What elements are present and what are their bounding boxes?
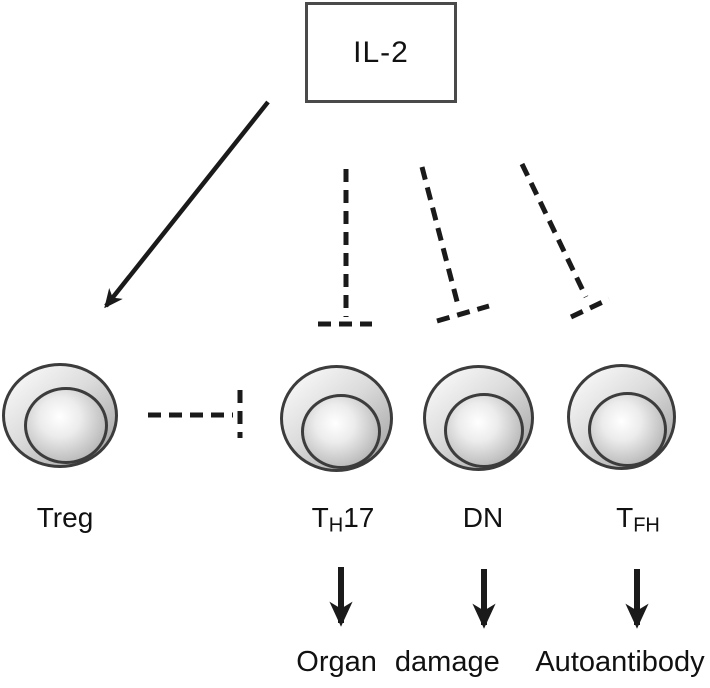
il2-to-tfh-inhibitor — [519, 162, 611, 320]
tfh-label: TFH — [616, 502, 660, 537]
dn-cell-nucleus — [444, 393, 524, 468]
il2-box-label: IL-2 — [353, 35, 409, 69]
th17-cell — [280, 365, 393, 472]
organ-damage-label: Organ damage — [296, 646, 500, 678]
treg-to-th17-inhibitor — [148, 390, 243, 438]
th17-cell-nucleus — [301, 394, 381, 469]
dn-label: DN — [462, 502, 504, 533]
treg-cell — [2, 363, 118, 468]
il2-box: IL-2 — [305, 2, 457, 103]
dn-cell — [423, 365, 534, 471]
il2-to-th17-inhibitor — [318, 169, 372, 327]
tfh-cell-nucleus — [588, 392, 667, 467]
il2-to-treg-arrow — [104, 100, 270, 309]
th17-label: TH17 — [311, 502, 375, 537]
treg-cell-nucleus — [24, 387, 108, 464]
il2-to-dn-inhibitor — [419, 166, 490, 324]
tfh-cell — [567, 364, 676, 470]
autoantibody-label: Autoantibody — [535, 646, 705, 678]
treg-label: Treg — [36, 502, 94, 533]
